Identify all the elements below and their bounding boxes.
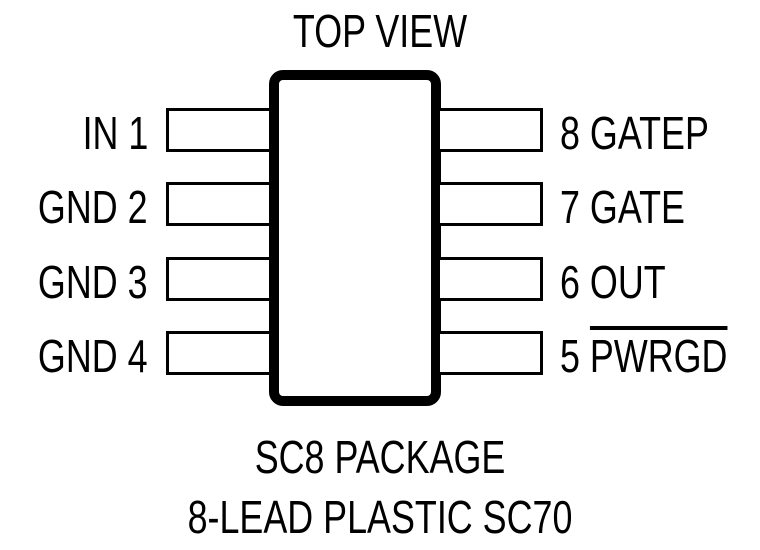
pin-8-lead: [440, 108, 543, 152]
pin-1-lead: [166, 108, 269, 152]
pin-2-lead: [166, 182, 269, 226]
pin-6-name: OUT: [589, 256, 666, 308]
pin-6-label: 6 OUT: [560, 259, 666, 305]
pin-6-lead: [440, 257, 543, 301]
pin-7-name: GATE: [589, 181, 685, 233]
pin-5-lead: [440, 331, 543, 375]
pin-7-number: 7: [560, 181, 580, 233]
pin-3-lead: [166, 257, 269, 301]
ic-package-body: [269, 70, 441, 406]
pin-5-number: 5: [560, 330, 580, 382]
pin-7-label: 7 GATE: [560, 184, 685, 230]
diagram-title: TOP VIEW: [292, 5, 468, 57]
pin-8-number: 8: [560, 107, 580, 159]
pin-3-label: GND 3: [38, 256, 148, 308]
pin-4-label: GND 4: [38, 330, 148, 382]
pin-5-label: 5 PWRGD: [560, 333, 727, 379]
pin-7-lead: [440, 182, 543, 226]
pin-8-label: 8 GATEP: [560, 110, 709, 156]
pin-2-label: GND 2: [38, 181, 148, 233]
package-name: SC8 PACKAGE: [254, 431, 506, 483]
pin-5-name-overbar: PWRGD: [589, 330, 728, 382]
package-description: 8-LEAD PLASTIC SC70: [187, 491, 573, 543]
pin-4-lead: [166, 331, 269, 375]
pin-6-number: 6: [560, 256, 580, 308]
pin-1-label: IN 1: [82, 107, 148, 159]
pin-8-name: GATEP: [589, 107, 709, 159]
